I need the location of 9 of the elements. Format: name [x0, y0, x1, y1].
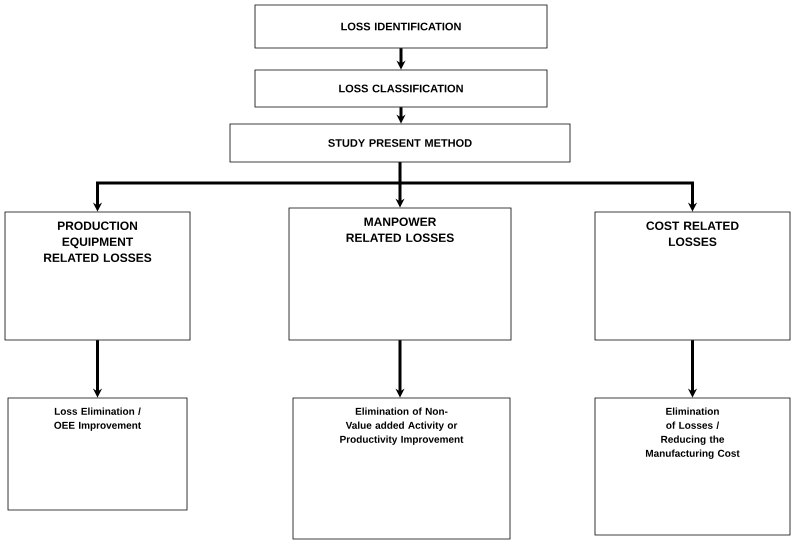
process-box: LOSS IDENTIFICATION [254, 4, 548, 48]
process-box: Elimination of Losses / Reducing the Manufacturing Cost [594, 398, 790, 536]
process-box: COST RELATED LOSSES [594, 212, 790, 340]
process-box: Loss Elimination / OEE Improvement [8, 398, 188, 510]
process-box: MANPOWER RELATED LOSSES [288, 208, 512, 340]
process-box: LOSS CLASSIFICATION [254, 70, 548, 108]
process-box: PRODUCTION EQUIPMENT RELATED LOSSES [4, 212, 190, 340]
process-box: STUDY PRESENT METHOD [230, 124, 570, 162]
process-box: Elimination of Non-Value added Activity or Productivity Improvement [292, 398, 510, 540]
